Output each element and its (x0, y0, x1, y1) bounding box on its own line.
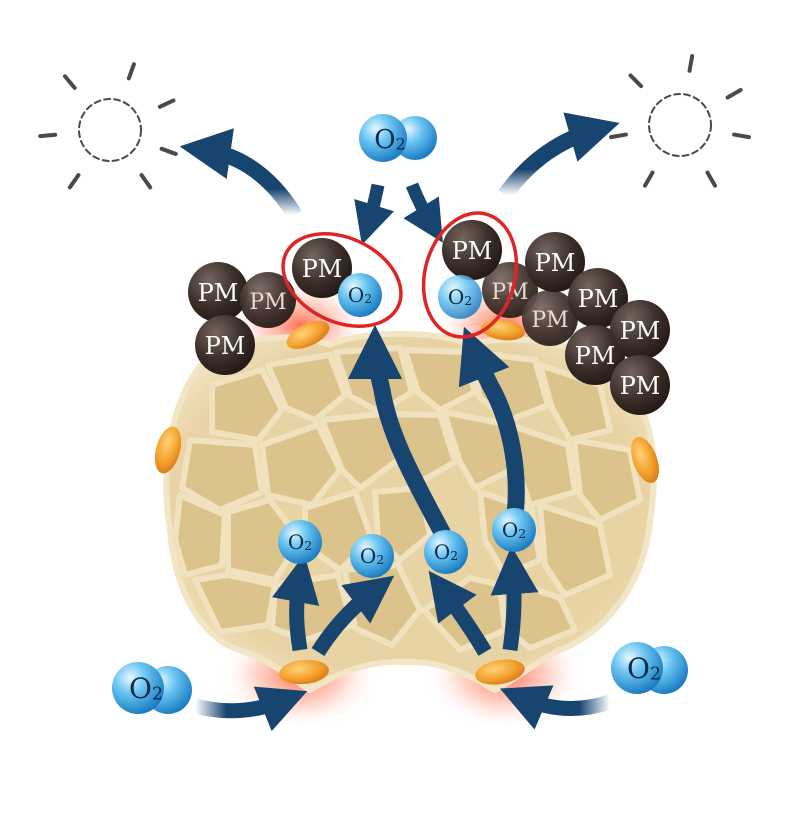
pm-particle: PM (482, 262, 538, 318)
arrow-o2-down-left (354, 183, 394, 245)
o2-label: O2 (434, 540, 458, 564)
arrow-o2-down-right (403, 182, 443, 243)
pore (279, 659, 329, 685)
o2-label: O2 (129, 672, 163, 705)
o2-molecule: O2 (424, 530, 468, 574)
arrow-out-left (179, 128, 302, 220)
o2-label: O2 (348, 283, 372, 307)
arrow-out-right (498, 112, 620, 200)
pm-particle: PM (610, 355, 670, 415)
o2-label: O2 (502, 518, 526, 542)
highlight-ring (281, 232, 403, 328)
pm-particle: PM (568, 268, 628, 328)
pore (475, 659, 525, 685)
o2-label: O2 (448, 285, 472, 309)
arrow-up-short (272, 554, 320, 652)
o2-label: O2 (288, 530, 312, 554)
highlight-ring (421, 211, 519, 339)
pm-label: PM (198, 279, 239, 307)
pore (154, 426, 182, 474)
sun-icon (38, 62, 178, 190)
o2-molecule: O2 (611, 642, 688, 694)
arrow-up-short (311, 575, 395, 657)
pm-label: PM (531, 308, 568, 333)
o2-molecule-bound: O2 (338, 273, 382, 317)
pm-particle: PM (188, 262, 248, 322)
pm-particle: PM (565, 325, 625, 385)
skin-tissue (163, 330, 657, 694)
pm-particle: PM (525, 232, 585, 292)
pm-label: PM (620, 317, 661, 345)
pm-label: PM (575, 342, 616, 370)
arrow-up-short (490, 546, 539, 652)
pm-particle: PM (442, 220, 502, 280)
o2-label: O2 (627, 652, 661, 685)
o2-molecule: O2 (359, 114, 437, 162)
pm-label: PM (249, 290, 286, 315)
o2-molecule: O2 (492, 508, 536, 552)
pm-particle: PM (610, 300, 670, 360)
arrow-up-short (428, 570, 492, 656)
pm-cluster-right: PM PM PM PM PM PM PM PM (442, 220, 670, 415)
pm-particle: PM (292, 238, 352, 298)
o2-molecule: O2 (278, 520, 322, 564)
pm-particle: PM (522, 290, 578, 346)
o2-molecule-bound: O2 (438, 275, 482, 319)
o2-label: O2 (360, 544, 384, 568)
pm-label: PM (205, 332, 246, 360)
arrow-up-long-left (347, 324, 453, 542)
pm-label: PM (452, 237, 493, 265)
pm-cluster-left: PM PM PM PM (188, 238, 352, 375)
o2-molecule: O2 (350, 534, 394, 578)
arrow-up-long-right (458, 326, 525, 516)
arrow-in-left (193, 686, 308, 732)
o2-molecule: O2 (112, 662, 192, 714)
pm-particle: PM (195, 315, 255, 375)
pore (631, 437, 659, 483)
o2-label: O2 (374, 125, 406, 155)
sun-icon (609, 54, 751, 188)
pm-particle: PM (240, 272, 296, 328)
pm-label: PM (535, 249, 576, 277)
pm-label: PM (302, 255, 343, 283)
arrow-in-right (499, 685, 613, 730)
pm-label: PM (620, 372, 661, 400)
pore (286, 321, 330, 349)
pm-label: PM (578, 285, 619, 313)
